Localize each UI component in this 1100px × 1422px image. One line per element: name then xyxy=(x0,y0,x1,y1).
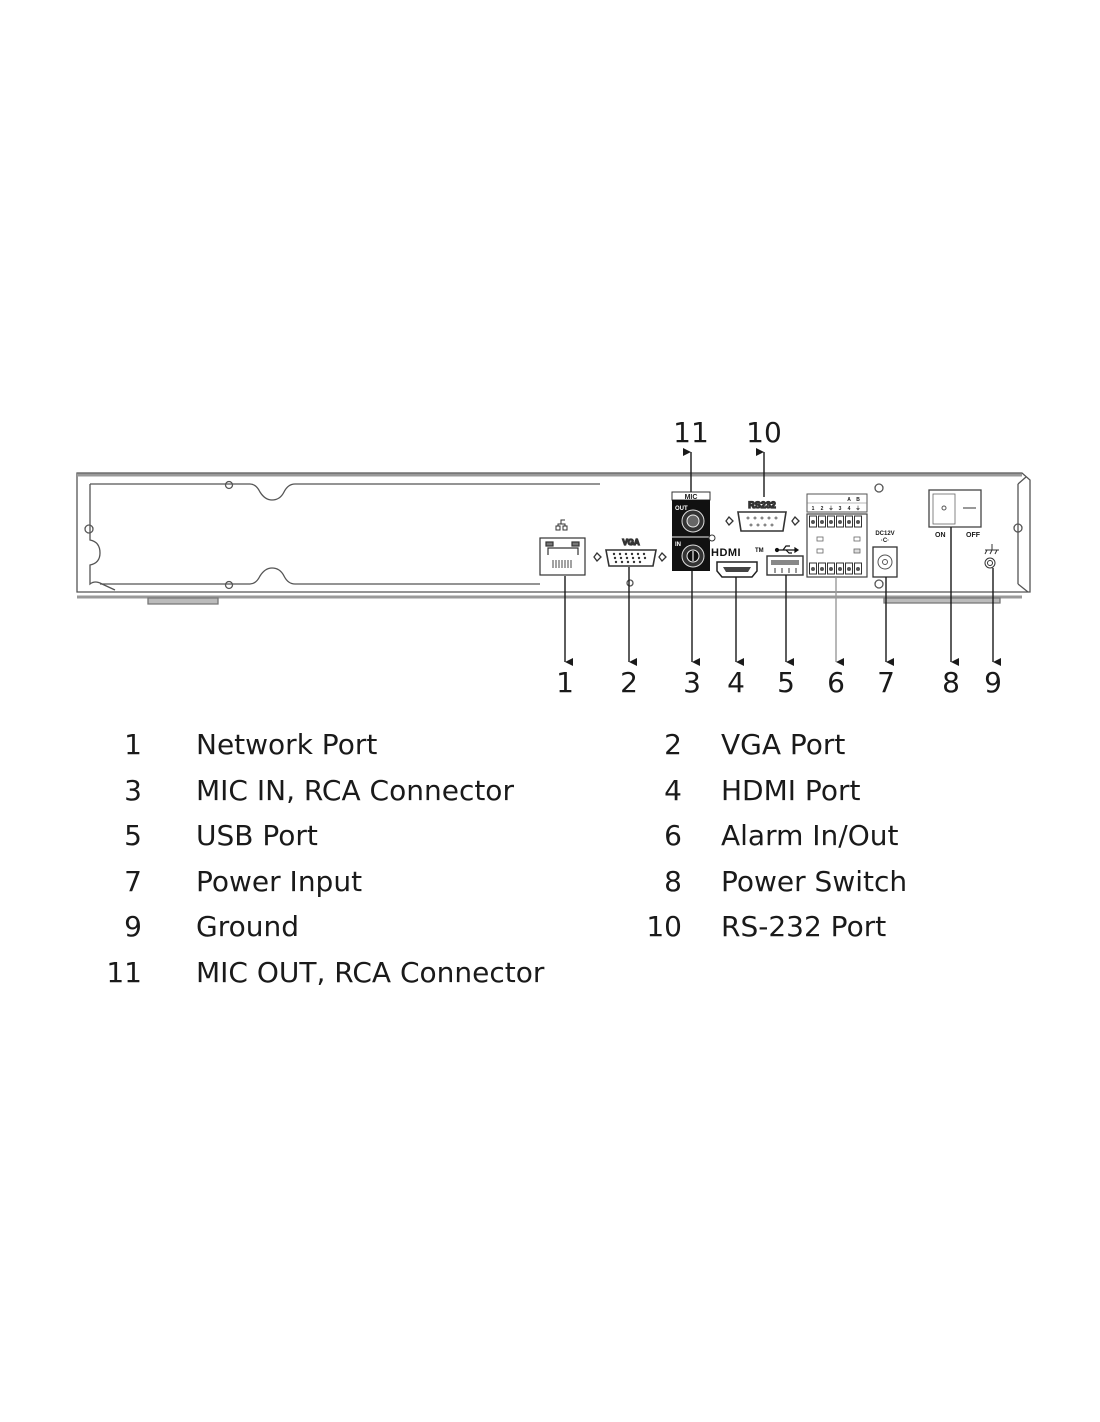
legend-number: 9 xyxy=(124,910,142,943)
legend-number: 3 xyxy=(124,773,142,807)
switch-on-label: ON xyxy=(935,532,946,539)
power-polarity-label: ·C· xyxy=(881,538,889,544)
usb-icon xyxy=(774,545,800,554)
network-icon xyxy=(555,519,568,531)
alarm-pin-screw xyxy=(838,520,842,524)
switch-off-label: OFF xyxy=(966,532,981,539)
alarm-pin-label: ⏚ xyxy=(828,505,833,512)
legend-number: 2 xyxy=(664,728,682,761)
legend-label: MIC IN, RCA Connector xyxy=(196,773,514,807)
alarm-pin-screw xyxy=(847,520,851,524)
hdmi-port: HDMI TM xyxy=(711,547,764,578)
alarm-pin-label: 2 xyxy=(821,506,824,512)
callout-number-10: 10 xyxy=(746,416,782,449)
usb-port xyxy=(766,545,804,576)
ground-terminal xyxy=(984,544,999,569)
rear-panel-diagram: VGA MIC OUT IN RS232 xyxy=(76,416,1031,699)
mic-in-label: IN xyxy=(675,542,681,548)
legend-number: 5 xyxy=(124,819,142,852)
callout-number-5: 5 xyxy=(777,666,795,699)
legend-number: 10 xyxy=(646,910,682,943)
callout-number-6: 6 xyxy=(827,666,845,699)
legend-label: Alarm In/Out xyxy=(721,819,899,852)
callout-number-2: 2 xyxy=(620,666,638,699)
mic-block: MIC OUT IN xyxy=(671,491,716,571)
callout-number-7: 7 xyxy=(877,666,895,699)
alarm-pin-screw xyxy=(820,567,824,571)
legend-label: HDMI Port xyxy=(721,773,861,807)
power-input-jack: DC12V ·C· xyxy=(872,531,898,578)
vga-label: VGA xyxy=(622,538,640,547)
legend-label: Network Port xyxy=(196,728,378,761)
callout-number-8: 8 xyxy=(942,666,960,699)
legend-label: VGA Port xyxy=(721,728,846,761)
alarm-pin-label: 1 xyxy=(812,506,815,512)
network-port xyxy=(539,519,586,576)
alarm-group-label: B xyxy=(856,497,860,503)
legend-number: 1 xyxy=(124,728,142,761)
callout-number-3: 3 xyxy=(683,666,701,699)
alarm-pin-screw xyxy=(847,567,851,571)
legend-label: MIC OUT, RCA Connector xyxy=(196,955,545,989)
callout-number-1: 1 xyxy=(556,666,574,699)
legend-label: Ground xyxy=(196,910,299,943)
alarm-pin-screw xyxy=(829,567,833,571)
legend-label: Power Input xyxy=(196,864,363,898)
ground-icon xyxy=(984,544,999,555)
alarm-group-label: A xyxy=(847,497,851,503)
legend-number: 6 xyxy=(664,819,682,852)
mic-out-label: OUT xyxy=(675,506,688,512)
dc12v-label: DC12V xyxy=(875,531,894,537)
legend-label: RS-232 Port xyxy=(721,910,887,943)
callout-number-9: 9 xyxy=(984,666,1002,699)
hdmi-tm: TM xyxy=(755,548,764,554)
alarm-pin-screw xyxy=(811,567,815,571)
legend-number: 4 xyxy=(664,773,682,807)
alarm-pin-screw xyxy=(856,520,860,524)
alarm-pin-screw xyxy=(829,520,833,524)
callout-number-11: 11 xyxy=(673,416,709,449)
power-switch: ON OFF xyxy=(928,489,982,539)
legend-number: 8 xyxy=(664,864,682,898)
mic-label: MIC xyxy=(685,494,698,501)
legend-number: 11 xyxy=(106,955,142,989)
vga-port: VGA xyxy=(593,537,667,567)
legend-label: Power Switch xyxy=(721,864,908,898)
chassis xyxy=(76,472,1031,605)
legend-label: USB Port xyxy=(196,819,318,852)
legend-number: 7 xyxy=(124,864,142,898)
alarm-pin-screw xyxy=(838,567,842,571)
mic-in-rca-connector xyxy=(681,544,705,568)
alarm-pin-screw xyxy=(856,567,860,571)
hdmi-logo: HDMI xyxy=(711,547,741,559)
alarm-pin-screw xyxy=(820,520,824,524)
alarm-pin-label: 4 xyxy=(848,506,851,512)
alarm-pin-label: ⏚ xyxy=(855,505,860,512)
callout-number-4: 4 xyxy=(727,666,745,699)
rs232-label: RS232 xyxy=(748,500,776,510)
rs232-port: RS232 xyxy=(725,499,800,532)
alarm-pin-screw xyxy=(811,520,815,524)
mic-out-rca-connector xyxy=(681,509,705,533)
alarm-pin-label: 3 xyxy=(839,506,842,512)
